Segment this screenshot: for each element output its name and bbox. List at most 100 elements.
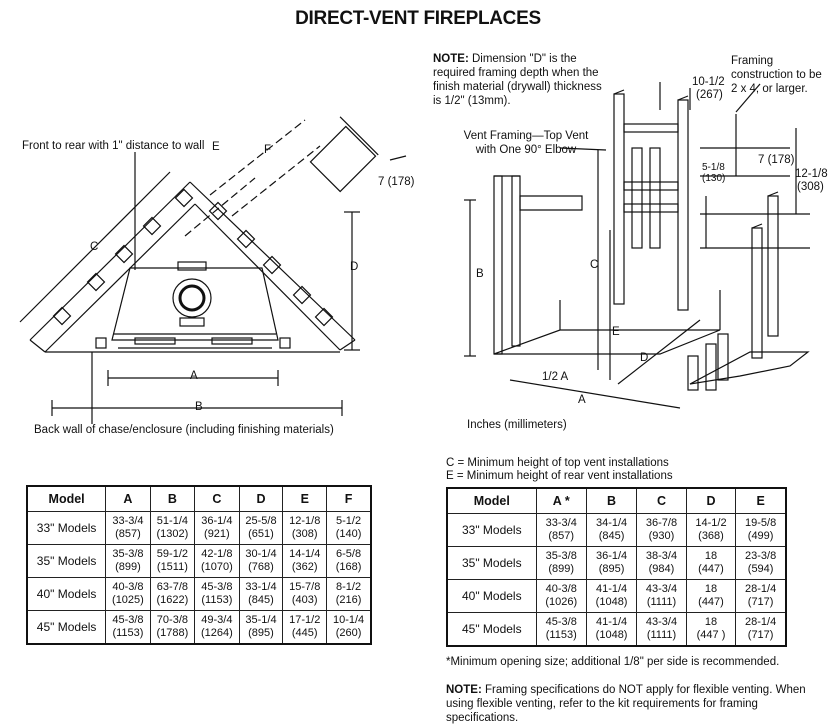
inch-value: 23-3/8 (745, 550, 777, 562)
mm-value: (921) (204, 528, 230, 540)
inch-value: 34-1/4 (595, 517, 628, 529)
dimension-cell: 18(447) (685, 546, 737, 580)
dimension-cell: 34-1/4(845) (585, 513, 638, 547)
dimension-cell: 18(447) (685, 579, 737, 613)
mm-value: (768) (248, 561, 274, 573)
model-cell: 33" Models (446, 513, 537, 547)
inch-value: 38-3/4 (645, 550, 678, 562)
mm-value: (1048) (595, 629, 628, 641)
mm-value: (857) (548, 530, 575, 542)
column-header: C (636, 487, 687, 514)
dim-a-label: A (190, 370, 198, 382)
inch-value: 40-3/8 (545, 583, 577, 595)
dim-e-label: E (212, 141, 220, 153)
inch-value: 49-3/4 (201, 614, 233, 626)
model-cell: 33" Models (26, 511, 107, 545)
dimension-cell: 23-3/8(594) (735, 546, 787, 580)
mm-value: (1788) (156, 627, 189, 639)
inch-value: 36-1/4 (595, 550, 628, 562)
dim-5-eighth-mm-label: (130) (702, 173, 726, 184)
column-header: B (149, 485, 196, 512)
model-cell: 45" Models (26, 610, 107, 645)
framing-construction-label: Framing construction to be 2 x 4, or lar… (731, 55, 822, 95)
inch-value: 6-5/8 (336, 548, 362, 560)
mm-value: (368) (698, 530, 724, 542)
corner-installation-diagram (19, 116, 407, 424)
dimension-cell: 17-1/2(445) (282, 610, 328, 645)
mm-value: (1026) (545, 596, 578, 608)
inch-value: 35-1/4 (245, 614, 277, 626)
inch-value: 14-1/2 (695, 517, 727, 529)
mm-value: (1622) (156, 594, 189, 606)
inches-label: Inches (millimeters) (467, 419, 567, 431)
inch-value: 33-3/4 (112, 515, 144, 527)
dimension-cell: 30-1/4(768) (238, 544, 284, 578)
mm-value: (140) (335, 528, 362, 540)
mm-value: (1111) (646, 596, 677, 608)
dimension-cell: 42-1/8(1070) (194, 544, 240, 578)
dimension-cell: 49-3/4(1264) (194, 610, 240, 645)
column-header: C (194, 485, 240, 512)
mm-value: (845) (598, 530, 625, 542)
inch-value: 43-3/4 (645, 616, 678, 628)
mm-value: (594) (747, 563, 774, 575)
column-header: E (282, 485, 328, 512)
mm-value: (717) (747, 629, 774, 641)
dimension-cell: 35-1/4(895) (238, 610, 284, 645)
inch-value: 18 (704, 583, 718, 595)
legend-e: E = Minimum height of rear vent installa… (446, 470, 673, 482)
dim-d-label: D (350, 261, 359, 273)
right-dim-a-label: A (578, 394, 586, 406)
inch-value: 51-1/4 (156, 515, 188, 527)
dimension-cell: 59-1/2(1511) (149, 544, 196, 578)
inch-value: 25-5/8 (245, 515, 277, 527)
model-cell: 35" Models (26, 544, 107, 578)
dimension-cell: 43-3/4(1111) (636, 579, 687, 613)
column-header: Model (26, 485, 107, 512)
vent-framing-label: Vent Framing—Top Vent with One 90° Elbow (463, 130, 589, 156)
dimension-cell: 38-3/4(984) (636, 546, 687, 580)
mm-value: (651) (248, 528, 274, 540)
legend-c: C = Minimum height of top vent installat… (446, 457, 669, 469)
dimension-cell: 19-5/8(499) (735, 513, 787, 547)
inch-value: 17-1/2 (289, 614, 321, 626)
mm-value: (857) (115, 528, 141, 540)
mm-value: (216) (335, 594, 362, 606)
dimension-cell: 41-1/4(1048) (585, 612, 638, 647)
inch-value: 30-1/4 (245, 548, 277, 560)
dim-10-half-mm-label: (267) (696, 89, 723, 101)
dimension-cell: 36-7/8(930) (636, 513, 687, 547)
dimension-cell: 25-5/8(651) (238, 511, 284, 545)
inch-value: 28-1/4 (745, 616, 777, 628)
mm-value: (1111) (646, 629, 677, 641)
inch-value: 35-3/8 (112, 548, 144, 560)
column-header: A (105, 485, 151, 512)
back-wall-label: Back wall of chase/enclosure (including … (34, 424, 334, 436)
dimension-cell: 8-1/2(216) (326, 577, 372, 611)
dimension-cell: 40-3/8(1025) (105, 577, 151, 611)
inch-value: 40-3/8 (112, 581, 144, 593)
right-dim-d-label: D (640, 352, 649, 364)
mm-value: (845) (248, 594, 274, 606)
dimension-cell: 33-1/4(845) (238, 577, 284, 611)
mm-value: (930) (648, 530, 675, 542)
right-dim-b-label: B (476, 268, 484, 280)
dim-f-label: F (264, 144, 272, 156)
dimension-cell: 33-3/4(857) (535, 513, 587, 547)
inch-value: 59-1/2 (156, 548, 188, 560)
model-cell: 40" Models (446, 579, 537, 613)
dim-10-half-label: 10-1/2 (692, 76, 725, 88)
mm-value: (499) (747, 530, 774, 542)
dimension-cell: 14-1/4(362) (282, 544, 328, 578)
inch-value: 18 (704, 550, 718, 562)
column-header: A * (535, 487, 587, 514)
mm-value: (1070) (200, 561, 233, 573)
mm-value: (1511) (156, 561, 188, 573)
dimension-cell: 6-5/8(168) (326, 544, 372, 578)
mm-value: (1264) (200, 627, 233, 639)
dimension-cell: 43-3/4(1111) (636, 612, 687, 647)
